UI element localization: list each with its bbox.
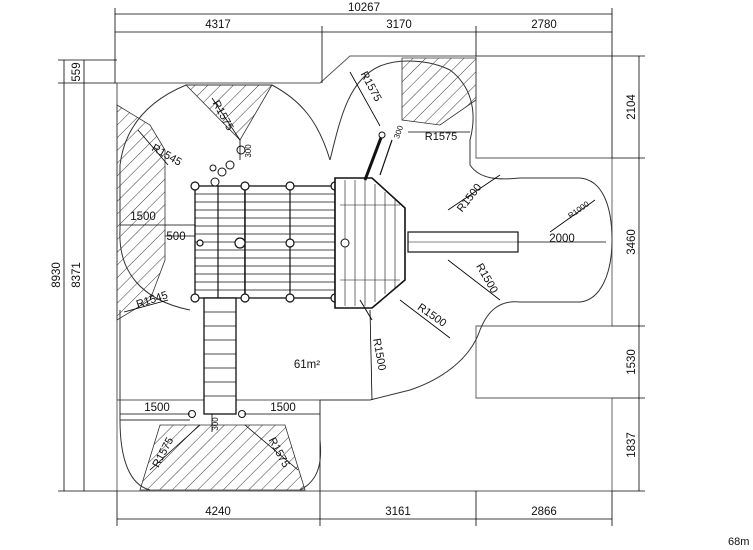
dim-right-2: 3460 xyxy=(626,229,638,255)
dim-overall-width: 10267 xyxy=(348,2,380,14)
radius-top-right-horizontal: R1575 xyxy=(425,131,457,143)
dim-300-top: 300 xyxy=(244,144,253,158)
dim-top-2: 3170 xyxy=(386,19,412,31)
dim-right-1: 2104 xyxy=(626,94,638,120)
dim-bottom-2: 3161 xyxy=(385,506,411,518)
hatch-top-center xyxy=(401,57,477,126)
ladder-rungs xyxy=(204,311,236,397)
radius-right-upper: R1500 xyxy=(455,182,484,215)
dim-bottom-1: 4240 xyxy=(205,506,231,518)
play-structure xyxy=(188,131,519,418)
radius-right-lower: R1500 xyxy=(473,261,500,295)
radius-center-lower: R1500 xyxy=(370,337,387,371)
dim-top-3: 2780 xyxy=(531,19,557,31)
dim-right-4: 1837 xyxy=(626,432,638,458)
area-label: 61m² xyxy=(294,359,320,371)
dim-overall-height: 8930 xyxy=(51,262,63,288)
dim-top-offset: 559 xyxy=(71,62,83,81)
dim-bottom-left-clear: 1500 xyxy=(144,402,170,414)
dim-left-clearance: 1500 xyxy=(130,211,156,223)
dim-right-3: 1530 xyxy=(626,349,638,375)
dim-inner-height: 8371 xyxy=(71,262,83,288)
logs xyxy=(209,145,246,187)
radius-top-small-center: R1575 xyxy=(358,69,384,103)
tower-center-post xyxy=(340,238,350,248)
radius-slide-end: R1000 xyxy=(566,199,591,220)
dim-bottom-right-clear: 1500 xyxy=(270,402,296,414)
hex-tower xyxy=(334,177,406,309)
dim-bottom-3: 2866 xyxy=(531,506,557,518)
climbing-pole xyxy=(363,134,384,181)
dimension-lines xyxy=(58,8,645,526)
dim-300-right: 300 xyxy=(392,124,405,140)
safety-zone-outline xyxy=(119,60,613,491)
ladder xyxy=(203,297,237,415)
dim-left-small: 500 xyxy=(166,231,185,243)
dim-300-bottom: 300 xyxy=(211,417,220,431)
corner-label: 68m xyxy=(728,536,749,548)
hatch-left xyxy=(116,104,166,321)
dim-top-1: 4317 xyxy=(205,19,231,31)
hatch-top-left xyxy=(185,84,273,141)
dim-slide-length: 2000 xyxy=(549,233,575,245)
